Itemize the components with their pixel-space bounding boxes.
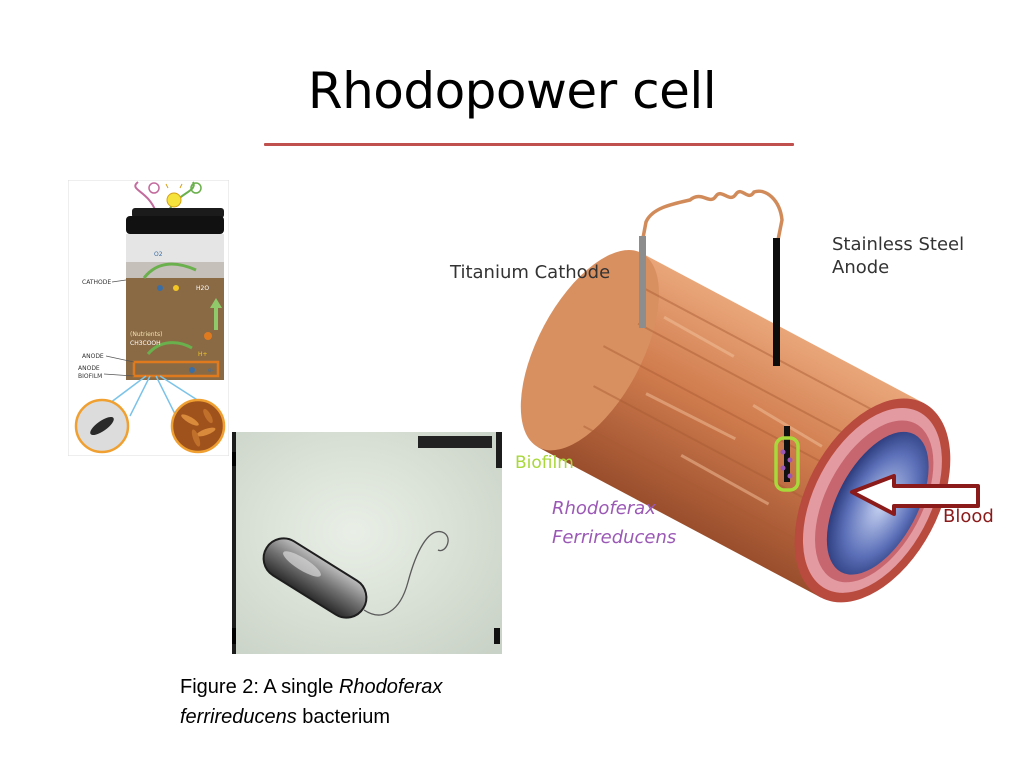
o2-label: O2	[154, 251, 163, 258]
figure-caption: Figure 2: A single Rhodoferax ferrireduc…	[180, 672, 510, 732]
stainless-steel-label-2: Anode	[832, 257, 889, 278]
bacteria-colony-icon	[170, 398, 226, 454]
anode-biofilm-label-1: ANODE	[78, 365, 100, 372]
titanium-cathode-rod	[639, 236, 646, 328]
blood-label: Blood	[943, 506, 994, 527]
caption-genus: Rhodoferax	[338, 676, 443, 698]
h2o-label: H2O	[196, 285, 209, 292]
species-label-1: Rhodoferax	[552, 498, 656, 519]
h-plus-label: H+	[198, 351, 208, 358]
anode-biofilm-label-2: BIOFILM	[78, 373, 102, 380]
biofilm-outline	[774, 436, 800, 492]
biofilm-label: Biofilm	[515, 453, 574, 473]
caption-prefix: Figure 2: A single	[180, 676, 339, 698]
flagellum	[363, 531, 449, 616]
blood-flow-arrow	[850, 474, 980, 516]
cathode-label: CATHODE	[82, 279, 111, 286]
nutrients-label: (Nutrients)	[130, 331, 162, 338]
nutrient-formula-label: CH3COOH	[130, 340, 161, 347]
bacterium-micrograph	[232, 432, 502, 654]
light-bulb-icon	[166, 192, 182, 208]
slide-title: Rhodopower cell	[307, 62, 717, 120]
stainless-steel-label-1: Stainless Steel	[832, 234, 964, 255]
title-underline	[264, 143, 794, 146]
anode-label: ANODE	[82, 353, 104, 360]
caption-epithet: ferrireducens	[180, 706, 297, 728]
e-minus-label: e-	[208, 367, 214, 374]
species-label-2: Ferrireducens	[552, 527, 676, 548]
caption-suffix: bacterium	[296, 706, 391, 728]
stainless-anode-rod	[773, 238, 780, 366]
connecting-wire	[641, 189, 784, 242]
titanium-cathode-label: Titanium Cathode	[449, 262, 610, 283]
fuel-cell-diagram: CATHODE ANODE ANODE BIOFILM O2 H2O (Nutr…	[68, 180, 229, 456]
blood-vessel-diagram: Titanium Cathode Stainless Steel Anode B…	[449, 189, 994, 603]
